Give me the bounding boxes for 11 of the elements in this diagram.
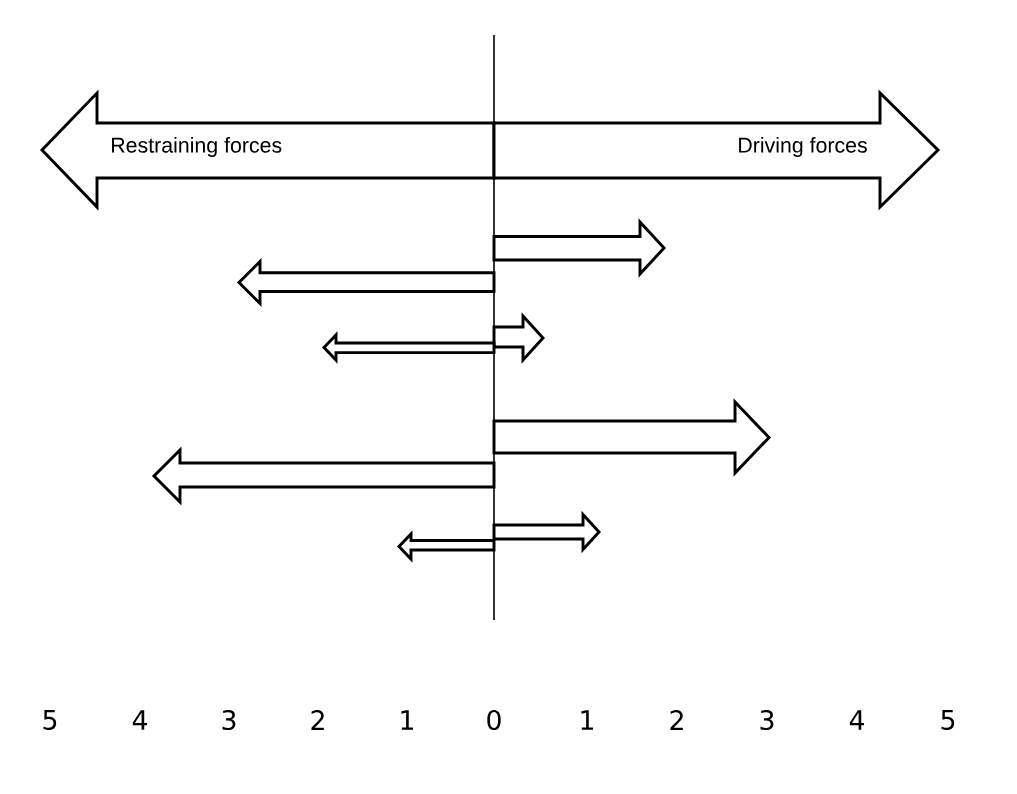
scale-number: 4 [849, 710, 864, 730]
scale-number: 2 [311, 710, 324, 730]
scale-number: 2 [670, 710, 683, 730]
scale-number: 3 [760, 709, 774, 731]
scale-number: 3 [222, 709, 236, 731]
scale-number: 4 [132, 710, 147, 730]
scale-number: 5 [43, 710, 57, 730]
scale-number: 1 [401, 710, 414, 730]
scale-number: 5 [941, 710, 955, 730]
scale-number: 1 [581, 710, 594, 730]
scale-number: 0 [487, 709, 501, 731]
